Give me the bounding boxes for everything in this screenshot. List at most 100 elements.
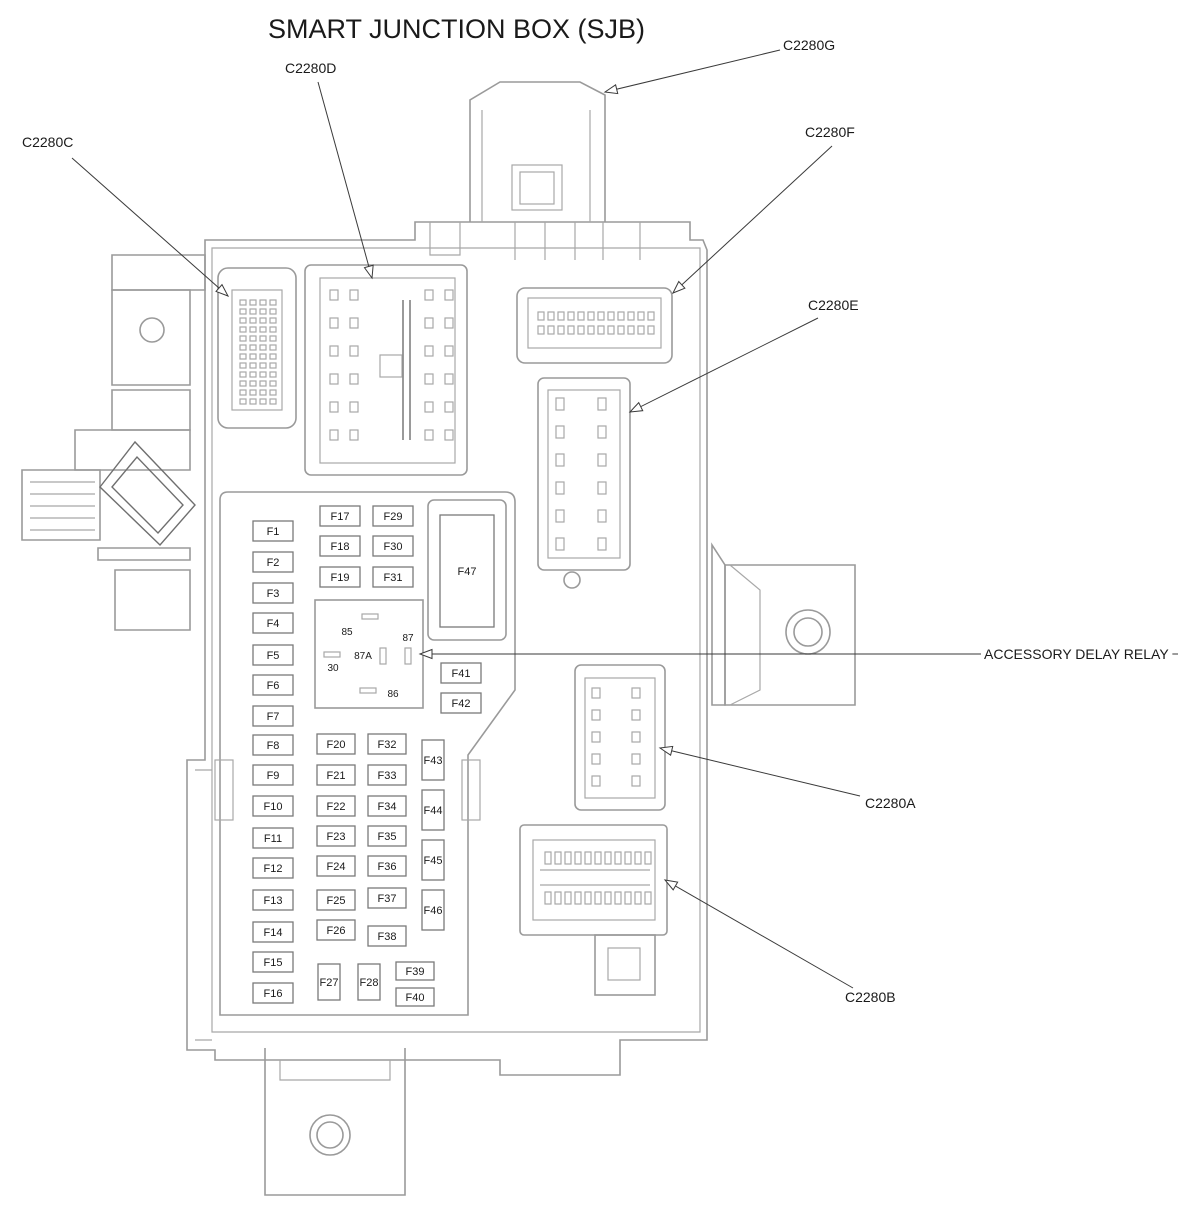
connector-pin — [644, 891, 652, 905]
connector-pin — [597, 325, 605, 335]
fuse-f41-box — [440, 662, 482, 684]
connector-pin — [349, 429, 359, 441]
connector-pin — [259, 308, 267, 315]
connector-pin — [555, 397, 565, 411]
connector-pin — [647, 325, 655, 335]
connector-pin — [647, 311, 655, 321]
fuse-f16: F16 — [252, 982, 294, 1004]
connector-pin — [555, 481, 565, 495]
connector-pin — [637, 325, 645, 335]
fuse-f24-box — [316, 855, 356, 877]
connector-pin — [614, 851, 622, 865]
connector-pin — [349, 289, 359, 301]
fuse-f42-label: F42 — [452, 698, 471, 710]
fuse-f12: F12 — [252, 857, 294, 879]
connector-c2280c-body — [217, 267, 297, 429]
callout-accessory-delay-relay: ACCESSORY DELAY RELAY — [984, 646, 1169, 662]
fuse-f39: F39 — [395, 961, 435, 981]
connector-pin — [444, 289, 454, 301]
connector-pin — [269, 398, 277, 405]
connector-pin — [329, 345, 339, 357]
arrow-c2280e — [628, 401, 644, 413]
connector-pin — [259, 380, 267, 387]
connector-pin — [249, 371, 257, 378]
relay-terminal-87a — [379, 647, 387, 665]
connector-pin — [329, 429, 339, 441]
connector-pin — [547, 325, 555, 335]
fuse-f32: F32 — [367, 733, 407, 755]
callout-c2280a: C2280A — [865, 795, 916, 811]
fuse-f21-label: F21 — [327, 770, 346, 782]
fuse-f8: F8 — [252, 734, 294, 756]
fuse-f10: F10 — [252, 795, 294, 817]
connector-pin — [591, 709, 601, 721]
fuse-f25: F25 — [316, 889, 356, 911]
arrow-accessory-delay-relay — [418, 648, 433, 660]
fuse-f3: F3 — [252, 582, 294, 604]
fuse-f5-box — [252, 644, 294, 666]
connector-pin — [555, 537, 565, 551]
connector-pin — [249, 353, 257, 360]
connector-pin — [597, 453, 607, 467]
fuse-f22-box — [316, 795, 356, 817]
connector-pin — [269, 308, 277, 315]
fuse-f13-label: F13 — [264, 895, 283, 907]
fuse-f20-label: F20 — [327, 739, 346, 751]
connector-pin — [604, 891, 612, 905]
fuse-f34-box — [367, 795, 407, 817]
connector-pin — [537, 311, 545, 321]
fuse-f41-label: F41 — [452, 668, 471, 680]
connector-pin — [444, 429, 454, 441]
fuse-f14-label: F14 — [264, 927, 283, 939]
connector-pin — [329, 401, 339, 413]
connector-pin — [631, 731, 641, 743]
callout-c2280c: C2280C — [22, 134, 73, 150]
fuse-f17-box — [319, 505, 361, 527]
fuse-f44: F44 — [421, 789, 445, 831]
connector-pin — [259, 335, 267, 342]
fuse-f6: F6 — [252, 674, 294, 696]
connector-pin — [591, 775, 601, 787]
fuse-f12-label: F12 — [264, 863, 283, 875]
relay-terminal-87 — [404, 647, 412, 665]
fuse-f4-box — [252, 612, 294, 634]
fuse-f7: F7 — [252, 705, 294, 727]
connector-pin — [644, 851, 652, 865]
fuse-f39-label: F39 — [406, 966, 425, 978]
connector-pin — [557, 311, 565, 321]
fuse-f7-box — [252, 705, 294, 727]
fuse-f14: F14 — [252, 921, 294, 943]
fuse-f20-box — [316, 733, 356, 755]
fuse-f47: F47 — [439, 514, 495, 628]
connector-pin — [239, 398, 247, 405]
fuse-f34-label: F34 — [378, 801, 397, 813]
fuse-f7-label: F7 — [267, 711, 280, 723]
callout-layer: C2280GC2280DC2280CC2280FC2280EC2280AC228… — [22, 37, 1178, 1005]
fuse-f38: F38 — [367, 925, 407, 947]
fuse-f28-label: F28 — [360, 977, 379, 989]
connector-pin — [329, 289, 339, 301]
fuse-f46: F46 — [421, 889, 445, 931]
fuse-f15-box — [252, 951, 294, 973]
fuse-f14-box — [252, 921, 294, 943]
relay-terminal-85 — [361, 613, 379, 620]
leader-c2280g — [604, 49, 781, 93]
fuse-f22-label: F22 — [327, 801, 346, 813]
connector-pin — [624, 851, 632, 865]
fuse-f33: F33 — [367, 764, 407, 786]
fuse-f6-box — [252, 674, 294, 696]
callout-c2280e: C2280E — [808, 297, 859, 313]
leader-c2280d — [317, 81, 373, 279]
fuse-f40-label: F40 — [406, 992, 425, 1004]
connector-pin — [564, 891, 572, 905]
fuse-f47-label: F47 — [458, 566, 477, 578]
connector-pin — [259, 398, 267, 405]
connector-pin — [555, 425, 565, 439]
fuse-f28: F28 — [357, 963, 381, 1001]
fuse-f37: F37 — [367, 887, 407, 909]
fuse-f30-label: F30 — [384, 541, 403, 553]
connector-pin — [269, 380, 277, 387]
fuse-f38-label: F38 — [378, 931, 397, 943]
connector-pin — [259, 371, 267, 378]
fuse-f35-label: F35 — [378, 831, 397, 843]
